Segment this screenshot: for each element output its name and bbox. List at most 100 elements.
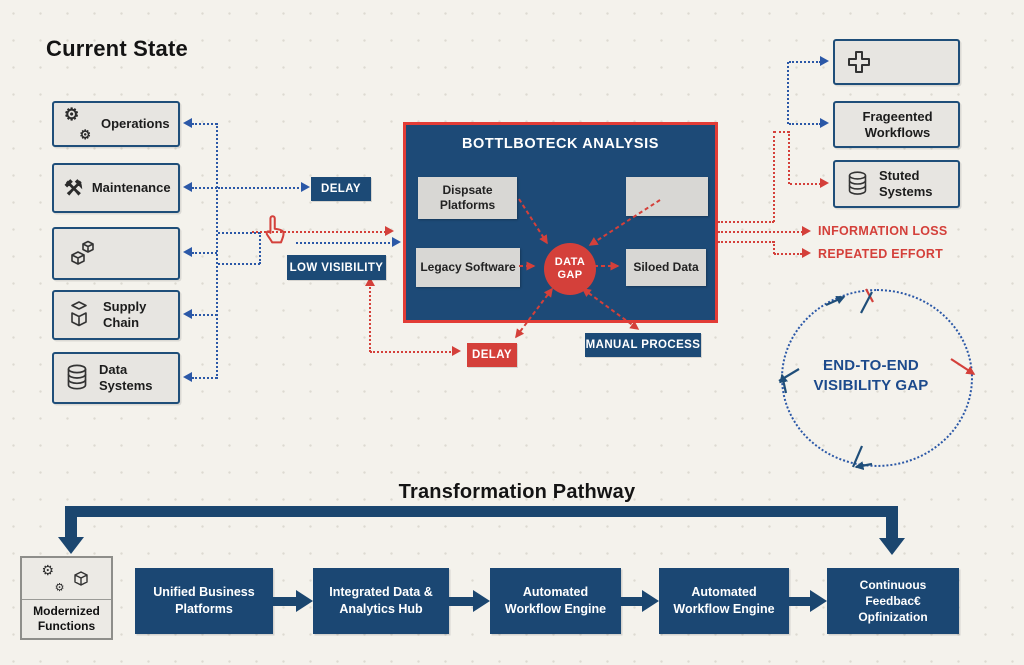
red-dotted-line: [718, 231, 803, 233]
legacy-software-box: Legacy Software: [416, 248, 520, 287]
arrowhead: [183, 309, 192, 319]
data-systems-label: Data Systems: [99, 362, 153, 393]
step-automated-workflow-engine-2: Automated Workflow Engine: [659, 568, 789, 634]
down-arrowhead: [879, 538, 905, 555]
database-icon: [67, 364, 87, 390]
step-unified-business-platforms: Unified Business Platforms: [135, 568, 273, 634]
dotted-line: [192, 314, 217, 316]
red-dotted-line: [718, 241, 774, 243]
gears-icon: ⚙⚙: [41, 561, 65, 594]
red-dotted-line: [718, 221, 774, 223]
dotted-line: [789, 61, 821, 63]
dotted-line-to-delay: [218, 187, 303, 189]
data-gap-line2: GAP: [557, 269, 583, 281]
dotted-line: [787, 62, 789, 124]
database-icon: [848, 171, 867, 195]
stunted-systems-label: Stuted Systems: [879, 168, 933, 199]
unlabeled-modules-box: [52, 227, 180, 280]
arrowhead: [301, 182, 310, 192]
arrowhead: [365, 277, 375, 286]
red-dotted-line: [788, 131, 790, 184]
arrowhead: [392, 237, 401, 247]
fragmented-workflows-box: Frageented Workflows: [833, 101, 960, 148]
repeated-effort-label: REPEATED EFFORT: [818, 247, 944, 261]
cubes-icon: [71, 240, 94, 265]
visibility-gap-label: END-TO-END VISIBILITY GAP: [813, 357, 929, 394]
arrowhead: [452, 346, 461, 356]
step-continuous-feedback-optimization: Continuous Feedbac€ Opfinization: [827, 568, 959, 634]
hand-cursor-icon: [265, 215, 285, 244]
right-arrowhead: [810, 590, 827, 612]
right-arrowhead: [473, 590, 490, 612]
step-automated-workflow-engine-1: Automated Workflow Engine: [490, 568, 621, 634]
red-dotted-line: [773, 131, 775, 222]
pathway-right-drop: [886, 506, 898, 539]
low-visibility-badge: LOW VISIBILITY: [287, 255, 386, 280]
red-dotted-line: [773, 241, 775, 254]
red-dotted-line: [790, 183, 821, 185]
panel-title: BOTTLBOTECK ANALYSIS: [461, 136, 660, 152]
stunted-systems-box: Stuted Systems: [833, 160, 960, 208]
gears-icon: ⚙⚙: [64, 105, 91, 142]
dotted-line: [192, 252, 217, 254]
dotted-line: [192, 377, 217, 379]
supply-chain-box: Supply Chain: [52, 290, 180, 340]
open-box-icon: [71, 301, 87, 327]
red-dotted-line-to-panel: [252, 231, 386, 233]
empty-inner-box: [626, 177, 708, 216]
arrowhead: [183, 182, 192, 192]
pathway-bar: [65, 506, 898, 517]
arrowhead: [820, 178, 829, 188]
dotted-line: [192, 123, 217, 125]
plus-box: [833, 39, 960, 85]
right-arrowhead: [296, 590, 313, 612]
dotted-line: [789, 123, 821, 125]
maintenance-box: ⚒ Maintenance: [52, 163, 180, 213]
data-gap-circle: DATA GAP: [544, 243, 596, 295]
dotted-line: [192, 187, 217, 189]
modernized-functions-label: Modernized Functions: [33, 604, 100, 633]
information-loss-label: INFORMATION LOSS: [818, 224, 948, 238]
arrowhead: [802, 248, 811, 258]
supply-chain-label: Supply Chain: [103, 299, 147, 330]
arrowhead: [183, 118, 192, 128]
modernized-functions-box: ⚙⚙ Modernized Functions: [20, 556, 113, 640]
dotted-line: [218, 232, 260, 234]
arrowhead: [183, 372, 192, 382]
pathway-left-drop: [65, 506, 77, 538]
current-state-heading: Current State: [46, 36, 188, 61]
data-systems-box: Data Systems: [52, 352, 180, 404]
bottleneck-analysis-panel: BOTTLBOTECK ANALYSIS Dispsate Platforms …: [403, 122, 718, 323]
data-gap-line1: DATA: [554, 256, 586, 269]
red-dotted-line: [369, 284, 371, 352]
dotted-line: [259, 232, 261, 264]
operations-box: ⚙⚙ Operations: [52, 101, 180, 147]
disparate-platforms-box: Dispsate Platforms: [418, 177, 517, 219]
step-integrated-data-analytics-hub: Integrated Data & Analytics Hub: [313, 568, 449, 634]
step-arrow-bar: [449, 597, 474, 606]
manual-process-badge: MANUAL PROCESS: [585, 333, 701, 357]
red-dotted-line-to-delay: [370, 351, 454, 353]
tools-icon: ⚒: [64, 176, 83, 200]
dotted-line: [218, 263, 260, 265]
right-arrowhead: [642, 590, 659, 612]
fragmented-workflows-label: Frageented Workflows: [862, 108, 933, 140]
transformation-pathway-heading: Transformation Pathway: [398, 481, 636, 503]
dotted-line-to-panel: [296, 242, 394, 244]
delay-badge-bottom: DELAY: [467, 343, 517, 367]
maintenance-label: Maintenance: [91, 180, 171, 196]
arrowhead: [802, 226, 811, 236]
arrowhead: [820, 56, 829, 66]
down-arrowhead: [58, 537, 84, 554]
trunk-dotted-line: [216, 123, 218, 379]
red-dotted-line: [774, 253, 802, 255]
arrowhead: [183, 247, 192, 257]
siloed-data-box: Siloed Data: [626, 249, 706, 286]
step-arrow-bar: [789, 597, 811, 606]
arrowhead: [820, 118, 829, 128]
cube-icon: [73, 570, 88, 586]
arrowhead: [385, 226, 394, 236]
step-arrow-bar: [273, 597, 297, 606]
modernized-icons: ⚙⚙: [22, 558, 111, 600]
